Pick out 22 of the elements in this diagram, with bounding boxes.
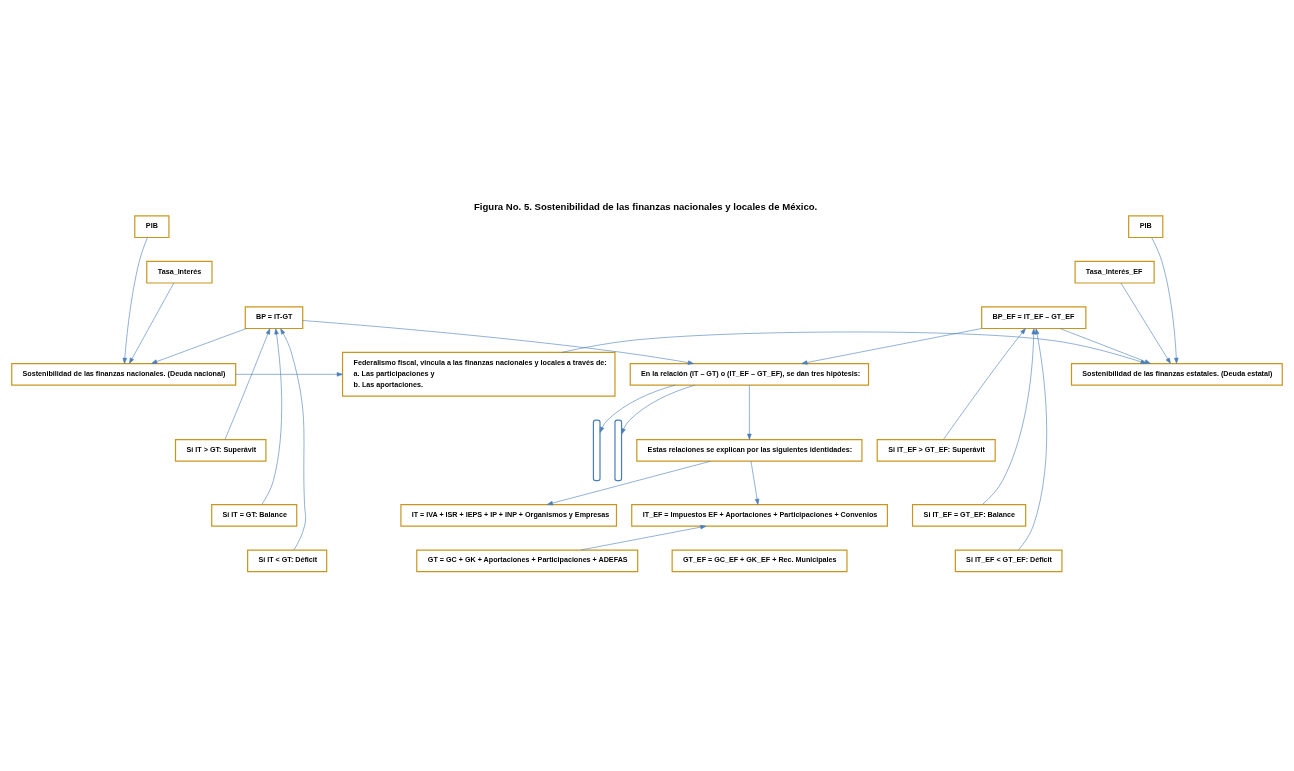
node-bracket — [592, 419, 601, 481]
arrow — [1151, 236, 1179, 364]
arrow — [943, 327, 1026, 440]
arrow — [982, 327, 1036, 505]
arrow — [261, 327, 282, 505]
arrow — [235, 371, 343, 376]
arrow — [599, 384, 676, 433]
arrow — [224, 327, 271, 440]
arrow — [151, 327, 247, 364]
arrow — [122, 236, 148, 364]
arrow — [747, 384, 752, 440]
node-bracket — [614, 419, 623, 481]
arrow — [546, 460, 711, 505]
arrow — [1018, 327, 1047, 550]
arrow — [801, 327, 982, 365]
diagram-title: Figura No. 5. Sostenibilidad de las finanzas nacionales y locales de México. — [473, 200, 818, 212]
arrow — [580, 524, 707, 550]
arrow — [750, 460, 760, 505]
arrow — [302, 319, 694, 365]
arrow — [129, 282, 175, 364]
arrow — [621, 384, 696, 434]
arrow — [280, 327, 306, 550]
